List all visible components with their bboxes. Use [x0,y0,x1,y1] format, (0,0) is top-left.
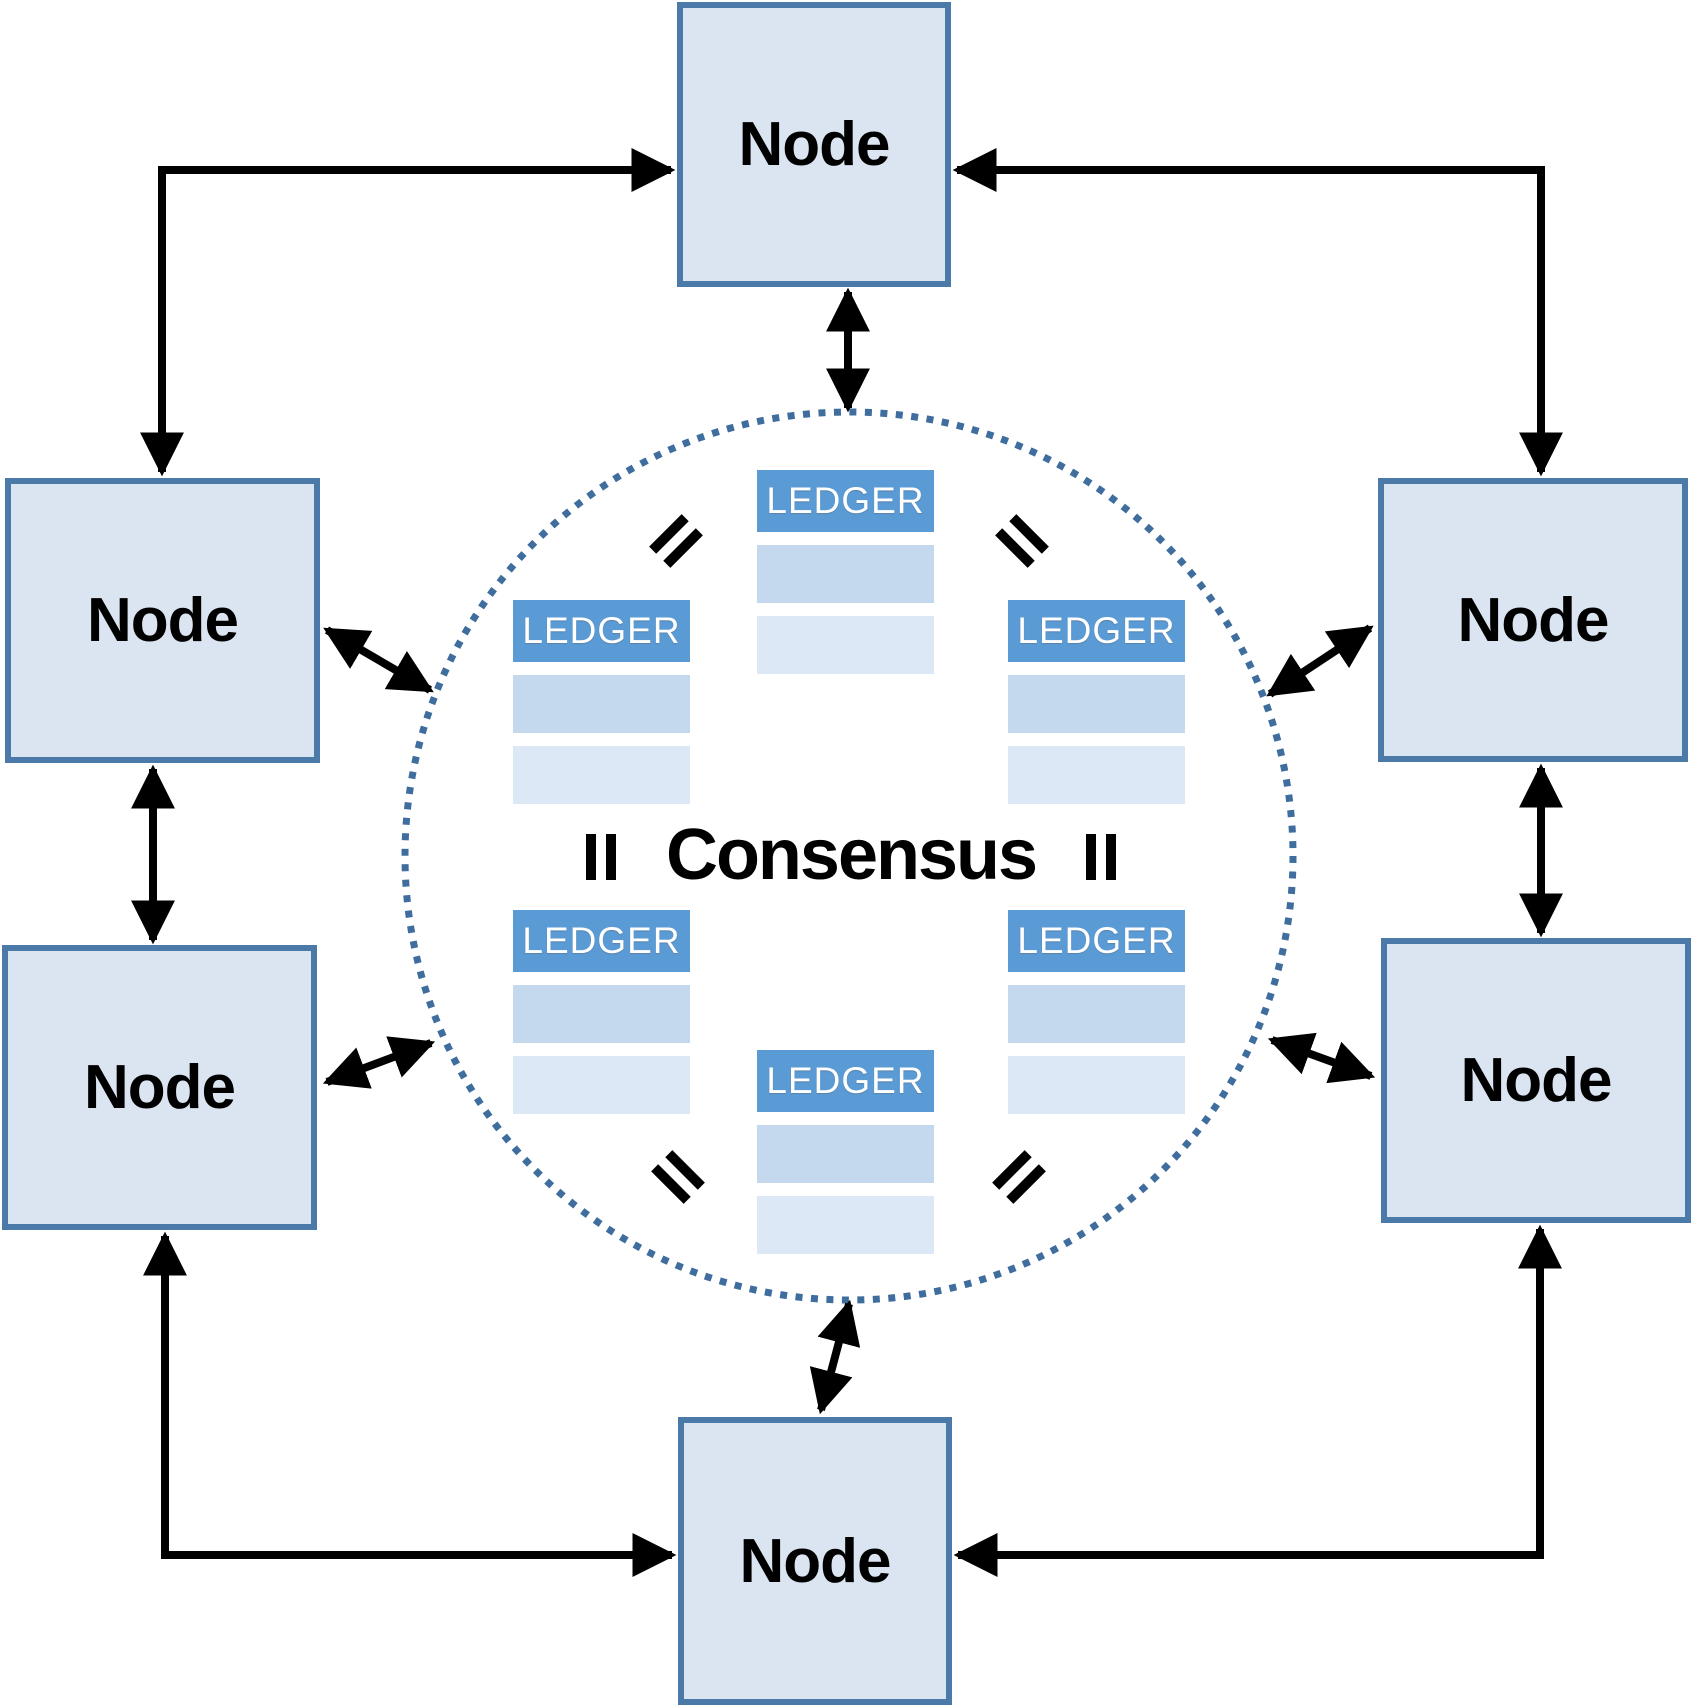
ledger-header: LEDGER [1008,910,1185,972]
ledger-row [513,985,690,1043]
ledger-row [513,746,690,804]
ledger-row [757,1125,934,1183]
ledger-header: LEDGER [1008,600,1185,662]
ledger-table-upper-right: LEDGER [1008,600,1185,804]
arrow-upper-right-circle [1266,624,1374,698]
equals-icon [1086,834,1116,880]
elbow-top-left [140,148,676,477]
ledger-row [513,675,690,733]
ledger-table-bottom: LEDGER [757,1050,934,1254]
ledger-table-lower-left: LEDGER [513,910,690,1114]
ledger-header: LEDGER [513,910,690,972]
node-box-lower-right: Node [1381,938,1691,1223]
ledger-header: LEDGER [757,1050,934,1112]
elbow-bottom-right [953,1224,1562,1577]
arrow-lower-left-circle [322,1036,436,1089]
elbow-bottom-left [143,1231,677,1577]
node-label: Node [84,1053,236,1122]
node-box-top: Node [677,2,951,287]
arrow-bottom-node-circle [809,1299,861,1415]
equals-icon [586,834,616,880]
node-box-upper-left: Node [5,478,320,763]
node-box-lower-left: Node [2,945,317,1230]
equals-icon [651,1150,705,1204]
ledger-row [1008,1056,1185,1114]
ledger-row [1008,675,1185,733]
node-label: Node [738,110,891,179]
node-label: Node [1460,1046,1613,1115]
elbow-top-right [952,148,1563,477]
ledger-row [1008,746,1185,804]
arrow-lower-right-circle [1267,1032,1376,1084]
ledger-header: LEDGER [513,600,690,662]
node-box-bottom: Node [678,1417,952,1705]
ledger-row [757,1196,934,1254]
ledger-header: LEDGER [757,470,934,532]
node-box-upper-right: Node [1378,478,1688,762]
equals-icon [649,514,703,568]
consensus-label: Consensus [665,815,1038,895]
ledger-row [757,545,934,603]
ledger-row [1008,985,1185,1043]
equals-icon [992,1150,1046,1204]
ledger-table-upper-left: LEDGER [513,600,690,804]
equals-icon [995,514,1049,568]
node-label: Node [1457,585,1610,655]
ledger-row [513,1056,690,1114]
arrow-upper-left-circle [323,626,434,694]
ledger-table-top: LEDGER [757,470,934,674]
ledger-row [757,616,934,674]
node-label: Node [87,586,239,655]
ledger-table-lower-right: LEDGER [1008,910,1185,1114]
node-label: Node [739,1526,892,1596]
